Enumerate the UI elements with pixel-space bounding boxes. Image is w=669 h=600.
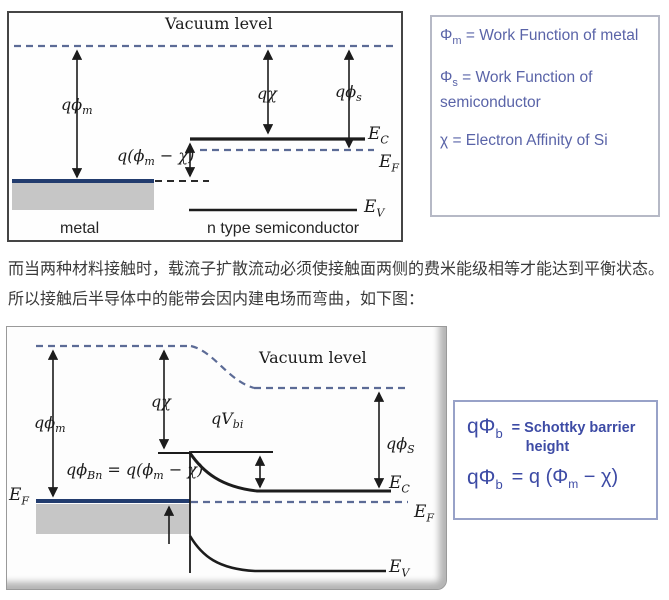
definitions-box: Φm = Work Function of metal Φs = Work Fu… bbox=[430, 15, 660, 217]
after-contact-band-diagram: Vacuum level qϕm qχ qVbi qϕS qϕBn = q(ϕm… bbox=[6, 326, 447, 590]
metal-block bbox=[36, 504, 190, 534]
q-chi-label: qχ bbox=[151, 392, 171, 411]
ef-right-label: EF bbox=[414, 502, 435, 525]
before-contact-band-diagram: Vacuum level qϕm qχ qϕs q(ϕm − χ) EC EF … bbox=[7, 11, 403, 242]
schottky-definition-row: qΦb = Schottky barrier height bbox=[467, 415, 635, 457]
definition-electron-affinity: χ = Electron Affinity of Si bbox=[440, 132, 608, 149]
after-contact-diagram-drawing bbox=[36, 344, 408, 573]
vacuum-level-title: Vacuum level bbox=[259, 348, 367, 367]
q-phi-m-label: qϕm bbox=[61, 95, 93, 118]
metal-region-label: metal bbox=[60, 220, 100, 237]
ev-label: EV bbox=[364, 197, 385, 220]
q-phi-b-symbol: qΦb bbox=[467, 466, 503, 493]
q-phim-minus-chi-label: q(ϕm − χ) bbox=[117, 146, 195, 169]
paragraph-line-2: 所以接触后半导体中的能带会因内建电场而弯曲，如下图： bbox=[8, 291, 425, 308]
schottky-barrier-height-text: = Schottky barrier height bbox=[511, 420, 636, 455]
metal-block bbox=[12, 183, 154, 210]
q-phi-Bn-equation-label: qϕBn = q(ϕm − χ) bbox=[66, 460, 204, 483]
q-chi-label: qχ bbox=[257, 84, 277, 103]
paragraph-line-1: 而当两种材料接触时，载流子扩散流动必须使接触面两侧的费米能级相等才能达到平衡状态… bbox=[8, 261, 665, 278]
ev-label: EV bbox=[389, 557, 410, 580]
before-contact-diagram-drawing bbox=[12, 44, 394, 212]
q-vbi-label: qVbi bbox=[211, 409, 244, 432]
semiconductor-region-label: n type semiconductor bbox=[207, 220, 360, 237]
definition-work-function-semiconductor: Φs = Work Function of semiconductor bbox=[440, 69, 593, 112]
definition-work-function-metal: Φm = Work Function of metal bbox=[440, 27, 639, 48]
vacuum-level-dashed-bent-line bbox=[36, 344, 406, 390]
vacuum-level-title: Vacuum level bbox=[165, 14, 273, 33]
schottky-equation-row: qΦb = q (Φm − χ) bbox=[467, 466, 618, 492]
ef-left-label: EF bbox=[9, 485, 30, 508]
q-phi-m-label: qϕm bbox=[34, 413, 66, 436]
ef-label: EF bbox=[379, 152, 400, 175]
q-phi-b-symbol: qΦb bbox=[467, 415, 503, 442]
ec-label: EC bbox=[368, 124, 389, 147]
schottky-equation-text: = q (Φm − χ) bbox=[511, 466, 619, 491]
valence-band-bending-curve bbox=[188, 535, 386, 573]
conduction-band-bending-curve bbox=[188, 452, 391, 493]
ec-label: EC bbox=[389, 473, 410, 496]
schottky-formula-box: qΦb = Schottky barrier height qΦb = q (Φ… bbox=[453, 400, 658, 520]
q-phi-S-label: qϕS bbox=[386, 434, 415, 457]
q-phi-s-label: qϕs bbox=[335, 82, 362, 105]
paragraph-chinese: 而当两种材料接触时，载流子扩散流动必须使接触面两侧的费米能级相等才能达到平衡状态… bbox=[8, 255, 666, 315]
